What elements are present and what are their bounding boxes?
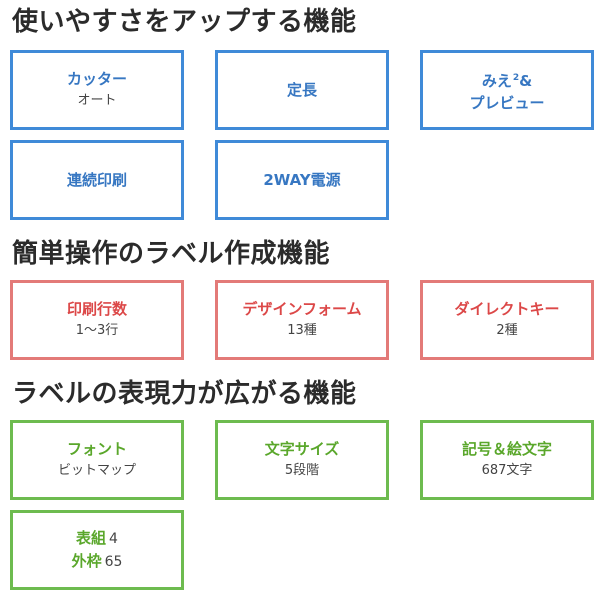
feature-label: 表組: [76, 529, 107, 547]
feature-sub: オート: [77, 93, 117, 108]
feature-sub: 687文字: [481, 463, 533, 478]
ampersand: &: [519, 71, 533, 90]
feature-design-form: デザインフォーム 13種: [215, 280, 389, 360]
section-heading-easy-operation: 簡単操作のラベル作成機能: [12, 239, 331, 269]
feature-title: ダイレクトキー: [454, 300, 560, 318]
feature-direct-key: ダイレクトキー 2種: [420, 280, 594, 360]
feature-title: みえ2&: [482, 67, 532, 92]
section-heading-usability: 使いやすさをアップする機能: [12, 7, 357, 37]
feature-title: 定長: [286, 81, 317, 99]
feature-text-size: 文字サイズ 5段階: [215, 420, 389, 500]
feature-preview: みえ2& プレビュー: [420, 50, 594, 130]
feature-sub: 2種: [496, 323, 518, 338]
feature-title: 印刷行数: [66, 300, 127, 318]
feature-title: デザインフォーム: [242, 300, 362, 318]
feature-font: フォント ビットマップ: [10, 420, 184, 500]
feature-label: 外枠: [71, 552, 102, 570]
feature-title: 2WAY電源: [263, 171, 341, 189]
feature-value: 65: [104, 554, 123, 570]
feature-title: 記号＆絵文字: [461, 440, 552, 458]
feature-sub: 13種: [287, 323, 317, 338]
feature-sub: ビットマップ: [57, 463, 136, 478]
feature-title: フォント: [66, 440, 127, 458]
feature-cutter: カッター オート: [10, 50, 184, 130]
section-heading-expression: ラベルの表現力が広がる機能: [12, 379, 357, 409]
feature-symbols-emoji: 記号＆絵文字 687文字: [420, 420, 594, 500]
feature-fixed-length: 定長: [215, 50, 389, 130]
feature-2way-power: 2WAY電源: [215, 140, 389, 220]
feature-print-lines: 印刷行数 1〜3行: [10, 280, 184, 360]
feature-title: 文字サイズ: [264, 440, 340, 458]
superscript: 2: [512, 72, 520, 83]
feature-title: カッター: [66, 70, 127, 88]
feature-title-part: みえ: [481, 71, 512, 90]
feature-sub: 5段階: [284, 463, 320, 478]
feature-value: 4: [109, 531, 118, 547]
feature-sub: 1〜3行: [75, 323, 119, 338]
feature-continuous-print: 連続印刷: [10, 140, 184, 220]
feature-title-line2: プレビュー: [469, 93, 545, 112]
feature-title: 連続印刷: [66, 171, 127, 189]
